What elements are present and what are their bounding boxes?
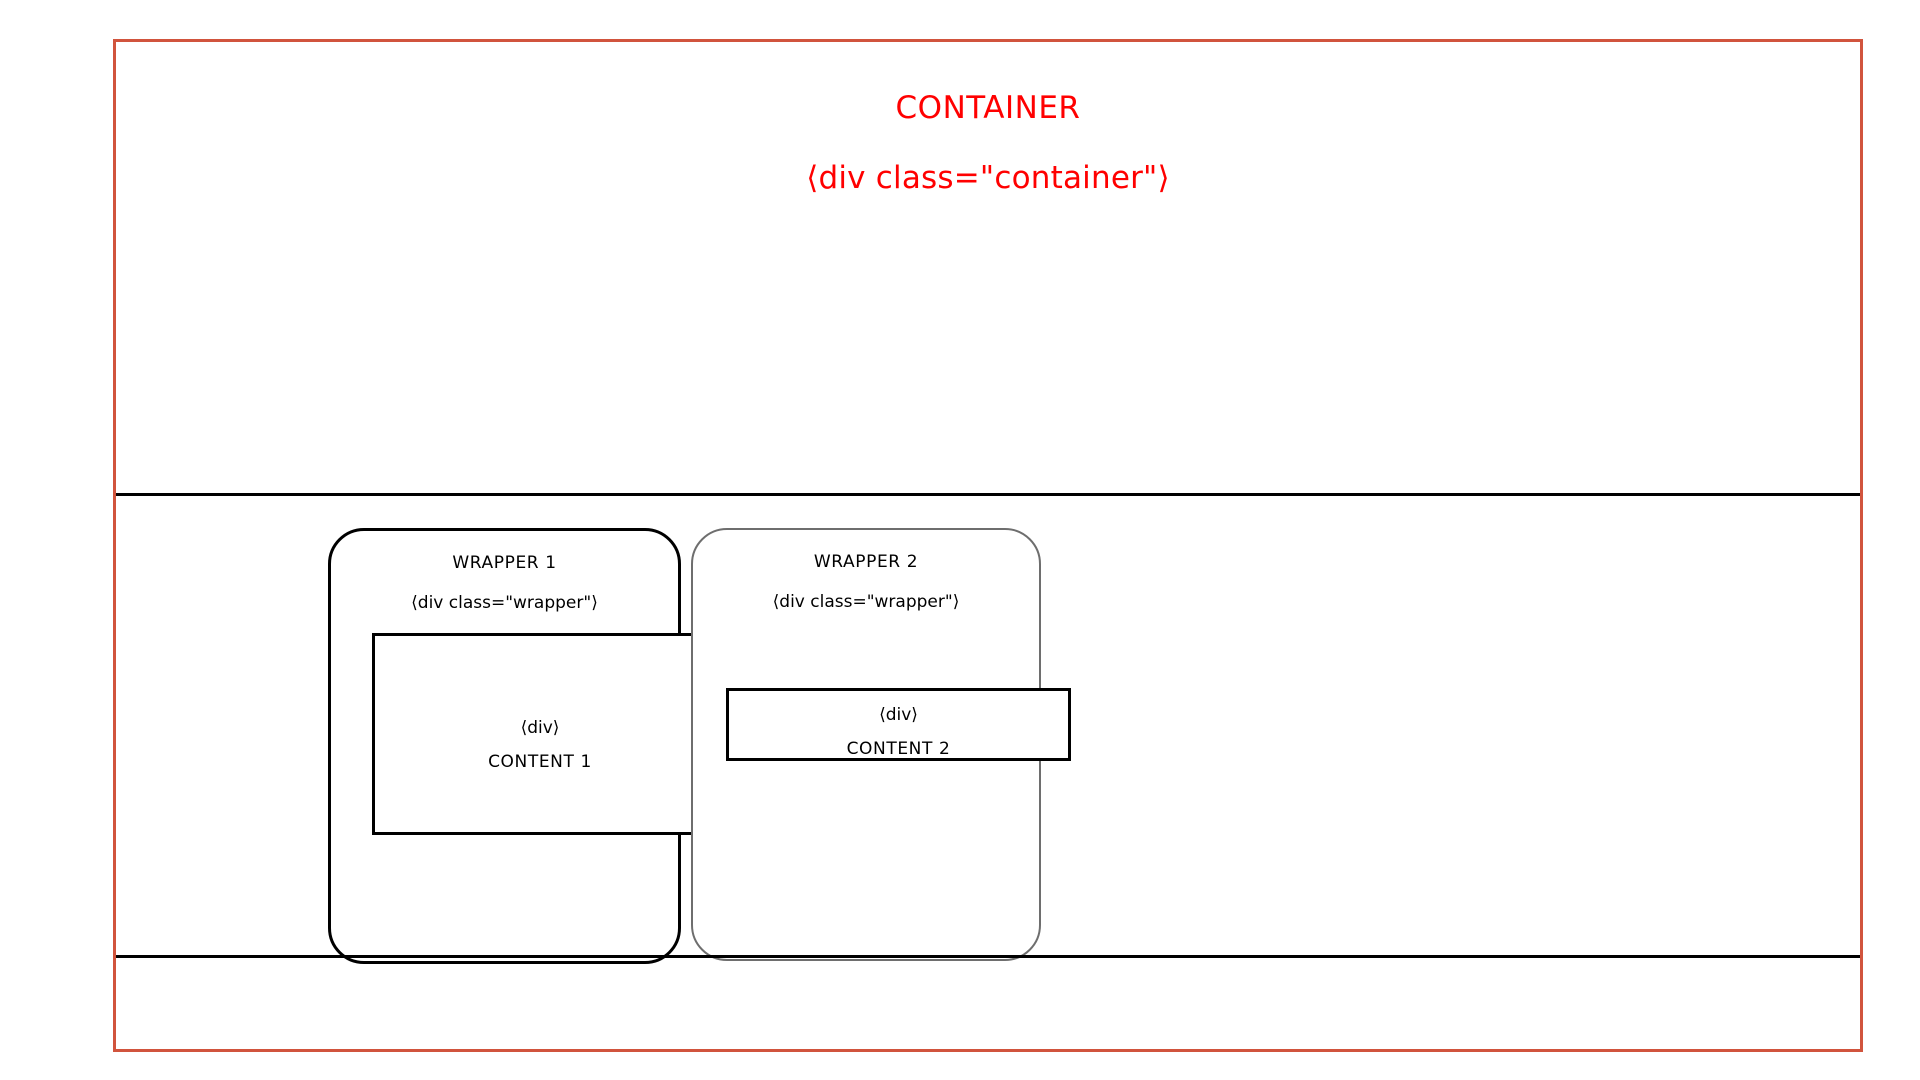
container-box: CONTAINER ⟨div class="container"⟩ WRAPPE… <box>113 39 1863 1052</box>
container-title: CONTAINER <box>895 90 1081 126</box>
container-code-label: ⟨div class="container"⟩ <box>806 160 1170 196</box>
content-1-code-label: ⟨div⟩ <box>520 718 560 738</box>
wrapper-1-title: WRAPPER 1 <box>452 553 557 573</box>
container-header-region: CONTAINER ⟨div class="container"⟩ <box>116 42 1860 493</box>
divider-bottom <box>116 955 1860 958</box>
content-1-label: CONTENT 1 <box>488 752 592 772</box>
wrapper-2-title: WRAPPER 2 <box>813 552 919 572</box>
wrapper-2-code-label: ⟨div class="wrapper"⟩ <box>772 592 960 612</box>
wrapper-1-code-label: ⟨div class="wrapper"⟩ <box>411 593 598 613</box>
content-2-label: CONTENT 2 <box>846 739 951 759</box>
content-2-box: ⟨div⟩ CONTENT 2 <box>726 688 1071 761</box>
content-1-box: ⟨div⟩ CONTENT 1 <box>372 633 708 835</box>
wrapper-region: WRAPPER 1 ⟨div class="wrapper"⟩ ⟨div⟩ CO… <box>116 496 1860 964</box>
wrapper-1-box: WRAPPER 1 ⟨div class="wrapper"⟩ ⟨div⟩ CO… <box>328 528 708 964</box>
container-footer-region <box>116 958 1860 1049</box>
content-2-code-label: ⟨div⟩ <box>879 705 918 725</box>
wrapper-2-box: WRAPPER 2 ⟨div class="wrapper"⟩ ⟨div⟩ CO… <box>691 528 1071 961</box>
divider-top <box>116 493 1860 496</box>
